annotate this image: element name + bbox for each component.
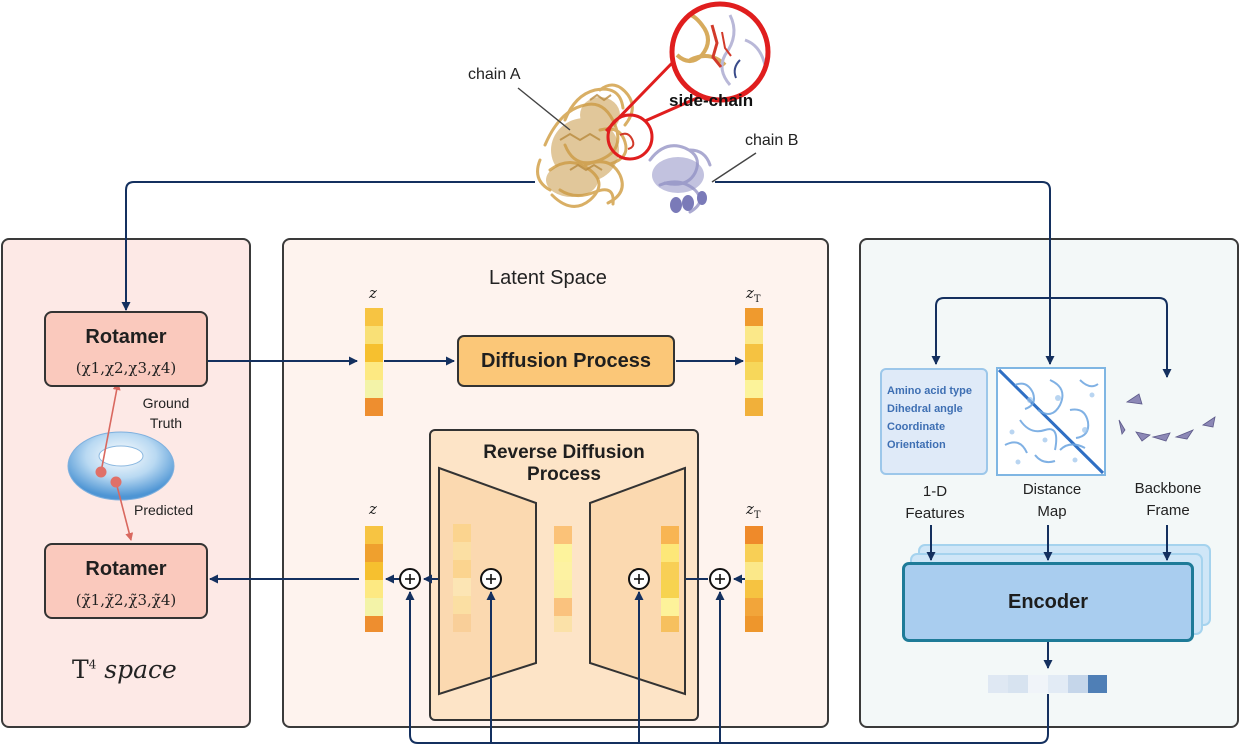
latent-z-bar-bottom xyxy=(365,526,383,632)
backbone-frame-caption: Backbone Frame xyxy=(1134,480,1202,519)
ground-truth-point xyxy=(95,466,107,478)
latent-zt-bar-top xyxy=(745,308,763,416)
predicted-point xyxy=(110,476,122,488)
chain-b-label: chain B xyxy=(745,132,799,149)
latent-bar-denoiser xyxy=(661,526,679,632)
t4-space-label-italic: space xyxy=(104,655,177,684)
diffusion-process-box: Diffusion Process xyxy=(457,335,675,387)
one-d-features-box: Amino acid type Dihedral angle Coordinat… xyxy=(880,368,988,475)
plus-circle-3 xyxy=(628,568,650,590)
rotamer-title: Rotamer xyxy=(85,326,167,348)
encoder-output-embedding xyxy=(988,675,1107,693)
z-label-top: z xyxy=(369,284,377,302)
side-chain-zoom-ring xyxy=(669,1,771,103)
latent-bar-decoder xyxy=(453,524,471,632)
plus-circle-2 xyxy=(480,568,502,590)
side-chain-label: side-chain xyxy=(669,91,754,110)
zt-label-bottom-sub: T xyxy=(753,510,761,521)
zt-label-bottom: zT xyxy=(746,500,761,521)
rotamer-ground-truth-box: Rotamer (χ1,χ2,χ3,χ4) xyxy=(44,311,208,387)
t4-space-label-sup: 4 xyxy=(88,657,97,672)
distance-map-image xyxy=(996,367,1106,476)
ground-truth-label: Ground Truth xyxy=(142,395,190,431)
plus-circle-4 xyxy=(709,568,731,590)
encoder-input-arrows xyxy=(926,525,1172,561)
ground-truth-arrow xyxy=(100,382,121,473)
feature-amino-acid-type: Amino acid type xyxy=(887,385,972,397)
feature-orientation: Orientation xyxy=(887,439,946,451)
z-label-bottom: z xyxy=(369,500,377,518)
zt-label-top-z: z xyxy=(746,284,754,302)
zt-label-top-sub: T xyxy=(753,294,761,305)
side-chain-highlight-small xyxy=(606,113,654,161)
latent-space-title: Latent Space xyxy=(489,267,607,289)
feature-dihedral-angle: Dihedral angle xyxy=(887,403,963,415)
rotamer-formula: (χ1,χ2,χ3,χ4) xyxy=(75,359,177,377)
distance-map-caption: Distance Map xyxy=(1022,481,1082,520)
encoder-box: Encoder xyxy=(902,562,1194,642)
backbone-frame-icons xyxy=(1118,393,1216,442)
latent-bar-middle xyxy=(554,526,572,632)
t4-space-label-main: T xyxy=(72,655,89,684)
predicted-arrow xyxy=(115,481,134,541)
features-caption: 1-D Features xyxy=(905,483,965,522)
latent-zt-bar-bottom xyxy=(745,526,763,632)
feature-coordinate: Coordinate xyxy=(887,421,946,433)
rotamer-predicted-title: Rotamer xyxy=(85,558,167,580)
plus-circle-1 xyxy=(399,568,421,590)
reverse-diffusion-title: Reverse Diffusion Process xyxy=(483,442,645,485)
protein-complex-image xyxy=(517,1,771,214)
zt-label-top: zT xyxy=(746,284,761,305)
conditioning-lines xyxy=(405,591,1053,744)
rotamer-predicted-box: Rotamer (χ̃1,χ̃2,χ̃3,χ̃4) xyxy=(44,543,208,619)
zt-label-bottom-z: z xyxy=(746,500,754,518)
rotamer-predicted-formula: (χ̃1,χ̃2,χ̃3,χ̃4) xyxy=(75,591,177,609)
predicted-label: Predicted xyxy=(134,502,194,518)
latent-z-bar-top xyxy=(365,308,383,416)
t4-space-label: T4 space xyxy=(72,655,177,684)
torus-icon xyxy=(67,431,175,501)
top-routing-lines xyxy=(121,181,1172,378)
chain-a-label: chain A xyxy=(468,66,521,83)
